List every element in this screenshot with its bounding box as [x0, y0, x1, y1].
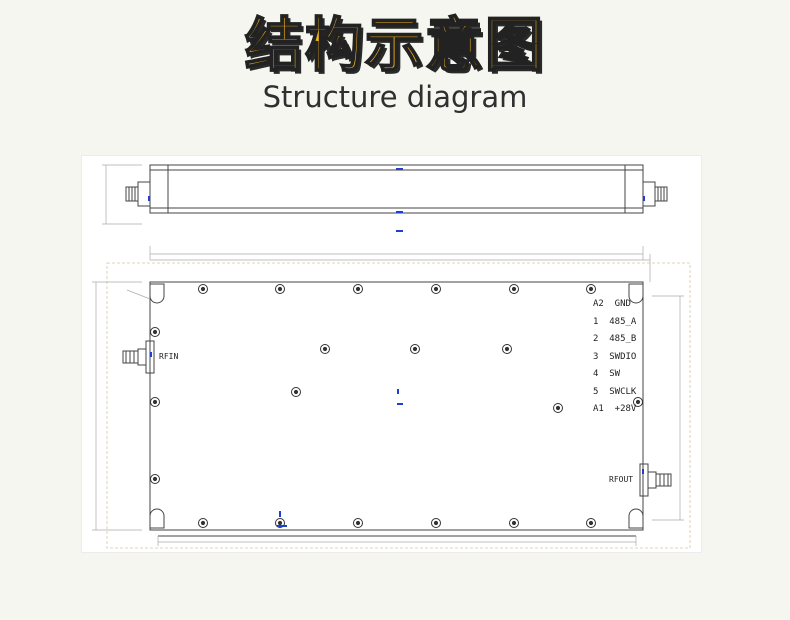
- structure-drawing: RFIN RFOUT A2 GND 1 485_A 2 485_B 3 SWDI…: [81, 155, 702, 553]
- side-markers: [148, 168, 645, 232]
- pin-row: 1 485_A: [593, 317, 637, 327]
- top-markers: [150, 352, 644, 527]
- pin-row: A2 GND: [593, 299, 631, 309]
- pin-row: 2 485_B: [593, 334, 637, 344]
- rf-out-label: RFOUT: [609, 475, 634, 484]
- rf-in-connector: [122, 340, 155, 374]
- outer-dashed-border: [106, 262, 691, 549]
- corner-mounts: [149, 283, 644, 529]
- pin-row: A1 +28V: [593, 404, 637, 414]
- side-dimensions: [102, 164, 644, 260]
- pin-row: 4 SW: [593, 369, 621, 379]
- title-chinese: 结构示意图: [244, 10, 545, 80]
- side-view: [125, 164, 668, 214]
- pin-row: 5 SWCLK: [593, 387, 637, 397]
- top-view: [149, 281, 644, 537]
- screw-holes: [150, 284, 643, 528]
- rf-out-connector: [639, 463, 672, 497]
- title-english: Structure diagram: [262, 80, 528, 114]
- rf-in-label: RFIN: [159, 352, 179, 361]
- pin-row: 3 SWDIO: [593, 352, 637, 362]
- top-dimensions: [92, 254, 684, 546]
- drawing-svg: [92, 164, 691, 549]
